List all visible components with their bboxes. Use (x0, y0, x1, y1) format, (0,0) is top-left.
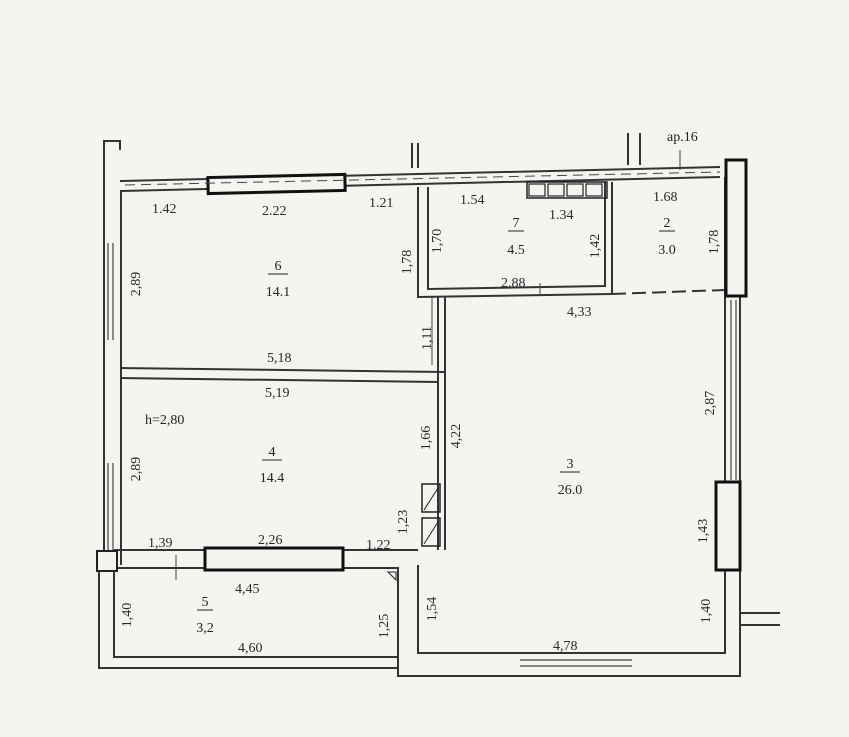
shaft-lower-diagonal (423, 521, 439, 545)
dim-1-23: 1,23 (396, 510, 411, 535)
dim-5-19: 5,19 (265, 386, 290, 401)
room3-inner (417, 300, 726, 654)
room-4-area: 14.4 (260, 471, 285, 486)
window-room4-5 (203, 546, 345, 572)
dim-5-18: 5,18 (267, 351, 292, 366)
ceiling-height-label: h=2,80 (145, 413, 184, 428)
dim-1-78-right: 1,78 (707, 230, 722, 255)
dim-2-26: 2,26 (258, 533, 283, 548)
room-3-area: 26.0 (558, 483, 583, 498)
labels: ap.16 h=2,80 6 14.1 7 4.5 2 3.0 4 14.4 3… (120, 130, 722, 656)
column-left (96, 550, 118, 572)
dim-1-70: 1,70 (430, 229, 445, 254)
dim-4-60: 4,60 (238, 641, 263, 656)
dim-2-88: 2.88 (501, 276, 526, 291)
window-room3-right (714, 480, 742, 572)
dim-4-45: 4,45 (235, 582, 260, 597)
vent-cell-3 (566, 183, 584, 197)
wall-stub-middle (411, 143, 419, 168)
dimension-lines (124, 150, 721, 580)
room-6-number: 6 (275, 259, 282, 274)
dim-1-78-left: 1,78 (400, 250, 415, 275)
room7-inner (427, 182, 606, 291)
dim-2-89-mid: 2,89 (129, 457, 144, 482)
dim-2-87: 2,87 (703, 391, 718, 416)
wall-stub-right (627, 133, 641, 165)
dim-1-42-v: 1,42 (588, 234, 603, 259)
room7-outer (417, 187, 613, 299)
dim-4-33: 4,33 (567, 305, 592, 320)
dim-1-54-top: 1.54 (460, 193, 485, 208)
dim-1-40-left: 1,40 (120, 603, 135, 628)
dim-2-22: 2.22 (262, 204, 287, 219)
dim-1-21: 1.21 (369, 196, 394, 211)
ventilation-grille (526, 181, 608, 199)
partition-6-4-top (120, 367, 446, 373)
wall-stub-bottom-right (740, 612, 780, 626)
room-4-number: 4 (269, 445, 276, 460)
vent-cell-4 (585, 183, 603, 197)
dim-1-22: 1.22 (366, 538, 391, 553)
dim-1-40-right: 1,40 (699, 599, 714, 624)
shaft-upper (421, 483, 441, 513)
room-7-number: 7 (513, 216, 520, 231)
dim-1-25: 1,25 (377, 614, 392, 639)
wall-stub-left (103, 140, 121, 150)
windows (96, 158, 748, 572)
room-6-area: 14.1 (266, 285, 291, 300)
dim-1-11: 1,11 (420, 326, 435, 350)
room-2-area: 3.0 (658, 243, 676, 258)
vent-cell-1 (528, 183, 546, 197)
walls (98, 133, 780, 677)
room2-dashed-boundary (611, 289, 726, 295)
dim-1-66: 1,66 (419, 426, 434, 451)
room-3-number: 3 (567, 457, 574, 472)
room-5-number: 5 (202, 595, 209, 610)
partition-6-4-bottom (120, 377, 439, 383)
dim-1-54-low: 1,54 (425, 597, 440, 622)
shaft-lower (421, 517, 441, 547)
apartment-label: ap.16 (667, 130, 698, 145)
bottom-wall-outer (98, 565, 741, 677)
room-5-area: 3,2 (196, 621, 214, 636)
room-2-number: 2 (664, 216, 671, 231)
dim-1-34: 1.34 (549, 208, 574, 223)
dim-4-22: 4,22 (449, 424, 464, 449)
fixtures (386, 181, 608, 582)
top-dimension-line (124, 171, 721, 186)
dim-2-89-top: 2,89 (129, 272, 144, 297)
dim-1-68: 1.68 (653, 190, 678, 205)
room-7-area: 4.5 (507, 243, 525, 258)
room5-inner (113, 568, 398, 658)
vent-cell-2 (547, 183, 565, 197)
window-top-room6 (206, 172, 347, 196)
dim-4-78: 4,78 (553, 639, 578, 654)
shaft-upper-diagonal (423, 487, 439, 511)
corner-marker (386, 571, 397, 582)
window-room2-right (724, 158, 748, 298)
dim-1-42: 1.42 (152, 202, 177, 217)
dim-1-39: 1,39 (148, 536, 173, 551)
dim-1-43: 1,43 (696, 519, 711, 544)
